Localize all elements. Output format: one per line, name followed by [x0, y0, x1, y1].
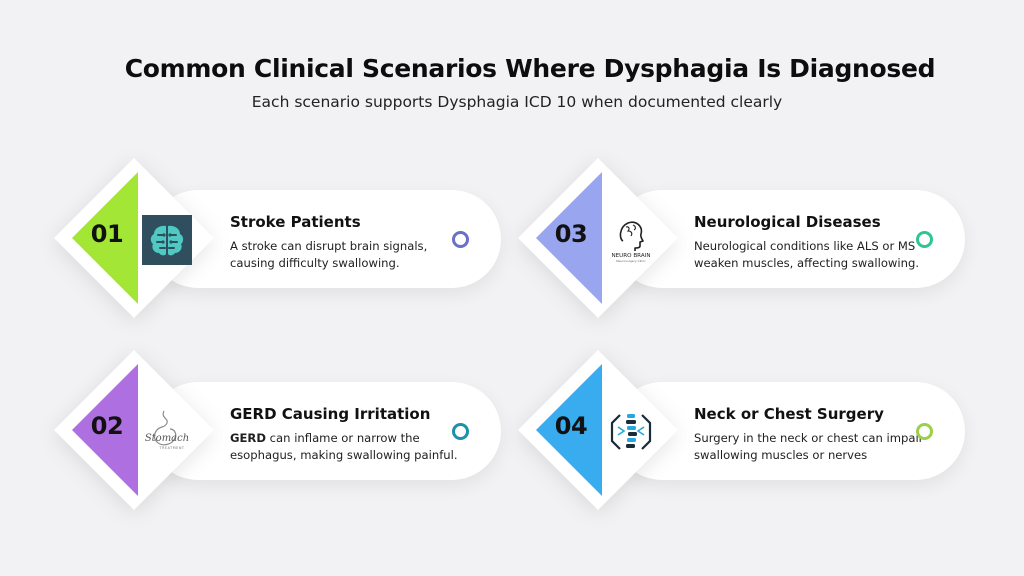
- ring-icon: [916, 231, 933, 248]
- card-title: GERD Causing Irritation: [230, 405, 431, 423]
- card-description-text: Surgery in the neck or chest can impair …: [694, 431, 924, 462]
- card-number: 03: [554, 220, 588, 248]
- ring-icon: [452, 231, 469, 248]
- card-number: 04: [554, 412, 588, 440]
- card-description: Neurological conditions like ALS or MS w…: [694, 238, 934, 272]
- scenario-card-gerd: 02 Stomach TREATMENT GERD Causing Irrita…: [54, 350, 514, 510]
- page-title: Common Clinical Scenarios Where Dysphagi…: [124, 54, 936, 83]
- ring-icon: [916, 423, 933, 440]
- number-diamond: [518, 158, 678, 318]
- card-description: Surgery in the neck or chest can impair …: [694, 430, 934, 464]
- card-title: Neck or Chest Surgery: [694, 405, 884, 423]
- spine-icon: [606, 407, 656, 457]
- stomach-icon: Stomach TREATMENT: [142, 407, 192, 457]
- card-title: Neurological Diseases: [694, 213, 881, 231]
- scenario-card-surgery: 04 Neck or Chest Surgery Surgery in the …: [518, 350, 978, 510]
- stomach-logo-text: Stomach: [145, 433, 189, 444]
- number-diamond: [518, 350, 678, 510]
- card-description-text: Neurological conditions like ALS or MS w…: [694, 239, 920, 270]
- scenario-card-neurological: 03 NEURO BRAIN Neurosurgery Clinic Neuro…: [518, 158, 978, 318]
- number-diamond: [54, 158, 214, 318]
- ring-icon: [452, 423, 469, 440]
- card-title: Stroke Patients: [230, 213, 361, 231]
- card-description: GERD can inflame or narrow the esophagus…: [230, 430, 470, 464]
- page-subtitle: Each scenario supports Dysphagia ICD 10 …: [251, 93, 783, 111]
- card-description-text: A stroke can disrupt brain signals, caus…: [230, 239, 428, 270]
- number-diamond: [54, 350, 214, 510]
- scenario-card-stroke: 01 Stroke Patients A stroke can disrupt …: [54, 158, 514, 318]
- neuro-brain-icon: NEURO BRAIN Neurosurgery Clinic: [606, 215, 656, 265]
- neuro-logo-subtext: Neurosurgery Clinic: [616, 259, 646, 263]
- card-number: 01: [90, 220, 124, 248]
- card-description-bold: GERD: [230, 431, 266, 445]
- neuro-logo-text: NEURO BRAIN: [611, 253, 650, 259]
- card-description-text: can inflame or narrow the esophagus, mak…: [230, 431, 458, 462]
- stomach-logo-subtext: TREATMENT: [159, 446, 185, 450]
- brain-icon: [142, 215, 192, 265]
- card-number: 02: [90, 412, 124, 440]
- card-description: A stroke can disrupt brain signals, caus…: [230, 238, 470, 272]
